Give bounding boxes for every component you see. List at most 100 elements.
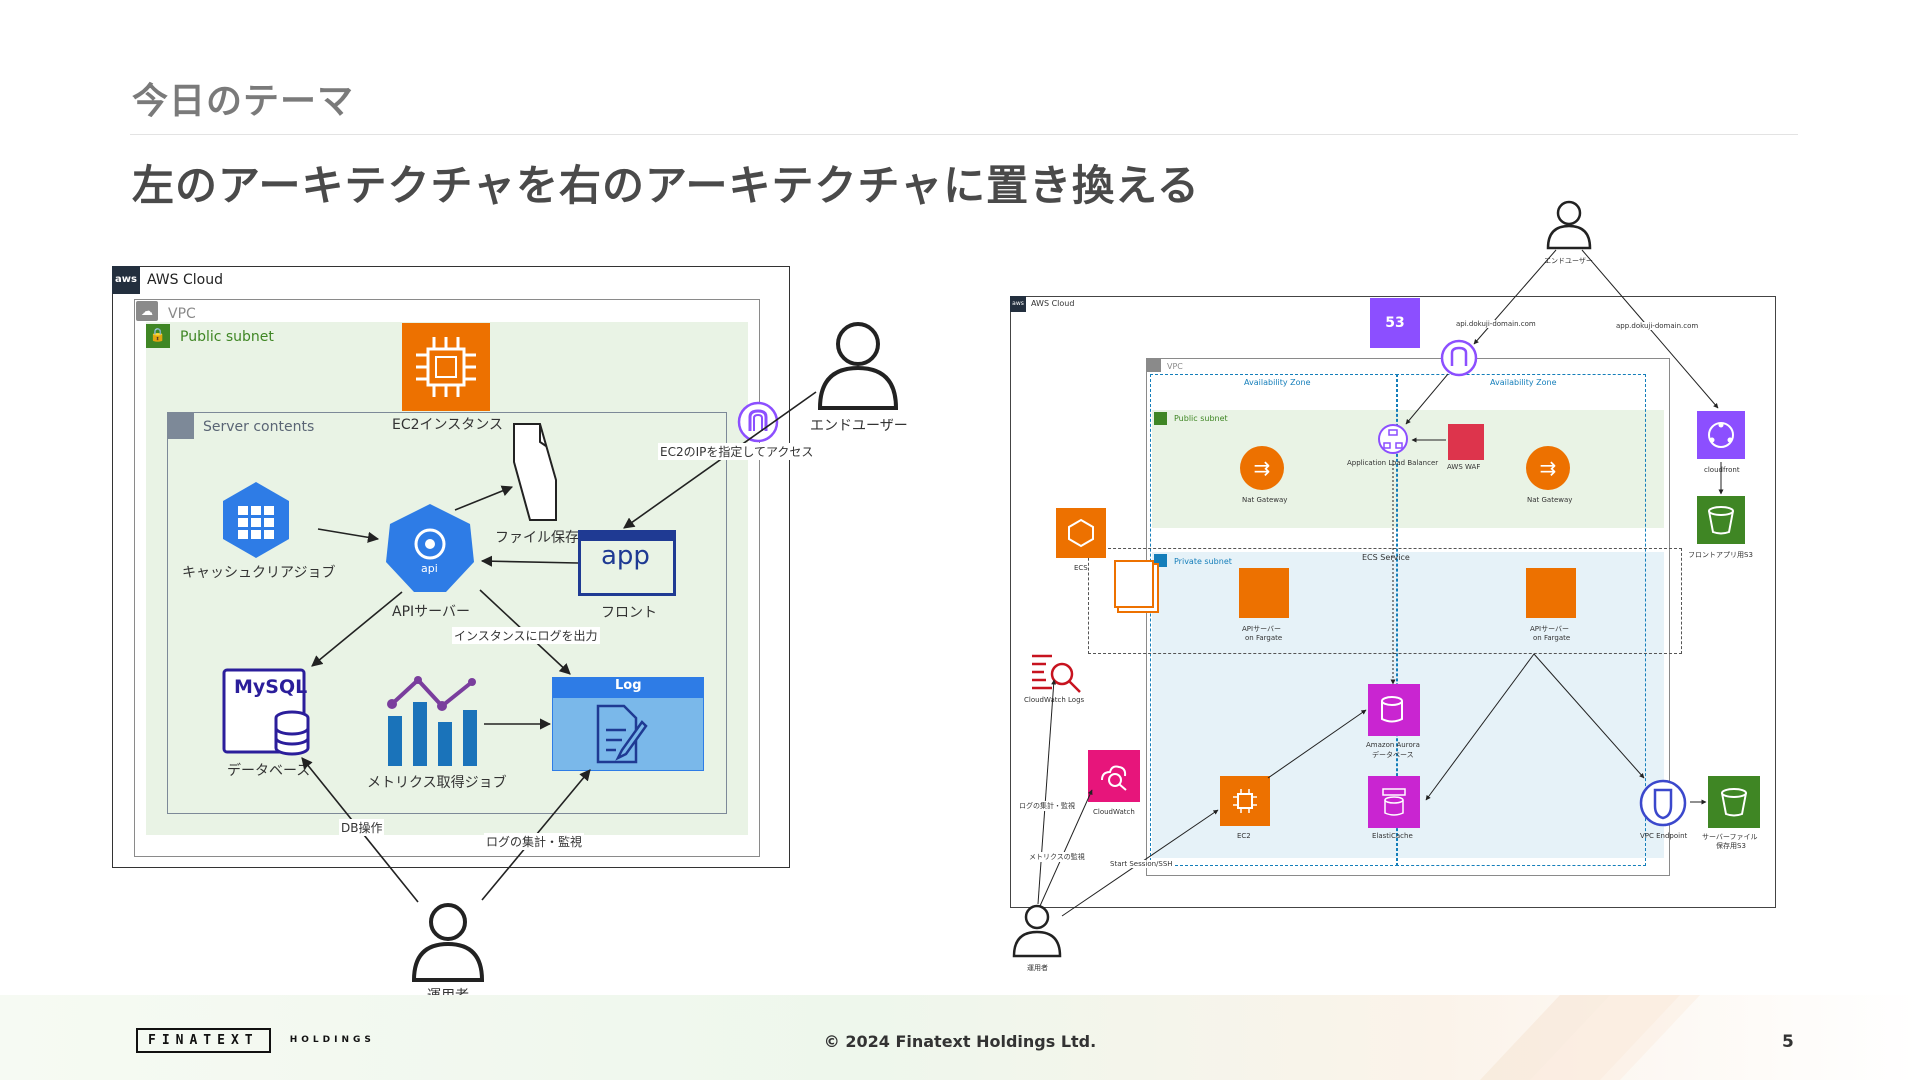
right-public-subnet-box bbox=[1152, 410, 1664, 528]
mysql-icon-text: MySQL bbox=[234, 676, 308, 698]
app-icon-text: app bbox=[601, 541, 650, 571]
db-operation-label: DB操作 bbox=[339, 819, 385, 836]
right-diagram-arrows bbox=[1037, 249, 1724, 917]
left-server-contents-box bbox=[167, 412, 727, 814]
finatext-logo-sub: HOLDINGS bbox=[289, 1034, 375, 1045]
ec2-ip-access-label: EC2のIPを指定してアクセス bbox=[658, 443, 816, 460]
right-aws-logo-icon: aws bbox=[1010, 296, 1026, 312]
ecs-hexagon-icon bbox=[1068, 518, 1094, 548]
right-end-user-icon bbox=[1546, 200, 1592, 250]
app-frontend-icon bbox=[578, 530, 676, 596]
cloudwatch-icon bbox=[1088, 750, 1140, 802]
left-end-user-label: エンドユーザー bbox=[810, 418, 908, 434]
api-fargate-1-label: APIサーバー bbox=[1242, 625, 1282, 633]
left-aws-logo-icon: aws bbox=[112, 266, 140, 294]
nat-gateway-2-icon: ⇉ bbox=[1526, 446, 1570, 490]
cloudfront-icon bbox=[1697, 411, 1745, 459]
nat-gateway-1-label: Nat Gateway bbox=[1242, 496, 1288, 504]
waf-label: AWS WAF bbox=[1447, 463, 1481, 471]
vpc-endpoint-icon bbox=[1639, 779, 1687, 827]
api-fargate-2-sub: on Fargate bbox=[1533, 634, 1571, 642]
alb-label: Application Load Balancer bbox=[1347, 459, 1439, 467]
metrics-monitor-label: メトリクスの監視 bbox=[1027, 852, 1087, 862]
right-operator-label: 運用者 bbox=[1027, 964, 1048, 972]
front-s3-bucket-icon bbox=[1708, 506, 1734, 535]
aurora-icon bbox=[1368, 684, 1420, 736]
ecs-icon bbox=[1056, 508, 1106, 558]
footer-gradient-band bbox=[0, 995, 1920, 1080]
left-end-user-icon bbox=[817, 322, 899, 410]
api-fargate-2-icon bbox=[1526, 568, 1576, 618]
database-label: データベース bbox=[227, 763, 311, 779]
metrics-job-label: メトリクス取得ジョブ bbox=[367, 775, 507, 791]
page-number: 5 bbox=[1782, 1032, 1794, 1052]
right-operator-icon bbox=[1012, 904, 1062, 958]
log-output-label: インスタンスにログを出力 bbox=[452, 627, 600, 644]
cache-clear-job-label: キャッシュクリアジョブ bbox=[182, 565, 336, 581]
left-vpc-cloud-icon: ☁ bbox=[136, 301, 158, 321]
server-s3-label: サーバーファイル bbox=[1702, 833, 1758, 841]
nat-gateway-1-icon: ⇉ bbox=[1240, 446, 1284, 490]
cloudfront-label: cloudfront bbox=[1704, 466, 1740, 474]
right-ecs-service-box bbox=[1088, 548, 1682, 654]
left-aws-cloud-label: AWS Cloud bbox=[147, 272, 223, 288]
right-aws-cloud-label: AWS Cloud bbox=[1031, 299, 1075, 308]
api-fargate-1-sub: on Fargate bbox=[1245, 634, 1283, 642]
aurora-label: Amazon Aurora bbox=[1366, 741, 1420, 749]
cloudfront-globe-icon bbox=[1708, 422, 1734, 448]
document-edit-icon bbox=[596, 704, 648, 764]
cloudwatch-logs-icon bbox=[1032, 654, 1081, 693]
log-panel-icon bbox=[552, 677, 704, 771]
front-s3-label: フロントアプリ用S3 bbox=[1688, 551, 1753, 559]
left-vpc-label: VPC bbox=[168, 306, 196, 322]
api-domain-label: api.dokuji-domain.com bbox=[1454, 320, 1538, 328]
right-ec2-icon bbox=[1220, 776, 1270, 826]
page-title: 左のアーキテクチャを右のアーキテクチャに置き換える bbox=[132, 161, 1200, 210]
right-az2-box bbox=[1396, 374, 1646, 866]
left-public-subnet-label: Public subnet bbox=[180, 329, 274, 345]
server-s3-sub-label: 保存用S3 bbox=[1716, 842, 1746, 850]
elasticache-icon bbox=[1368, 776, 1420, 828]
left-internet-gateway-icon bbox=[737, 401, 779, 443]
file-save-label: ファイル保存 bbox=[495, 530, 579, 546]
right-az1-box bbox=[1150, 374, 1398, 866]
vpc-endpoint-label: VPC Endpoint bbox=[1640, 832, 1688, 840]
right-private-subnet-lock-icon bbox=[1154, 554, 1167, 567]
api-fargate-2-label: APIサーバー bbox=[1530, 625, 1570, 633]
header-divider bbox=[130, 134, 1798, 135]
right-ecs-service-label: ECS Service bbox=[1362, 553, 1410, 562]
right-vpc-label: VPC bbox=[1167, 362, 1183, 371]
cloudwatch-label: CloudWatch bbox=[1093, 808, 1135, 816]
api-server-icon bbox=[386, 504, 474, 592]
app-domain-label: app.dokuji-domain.com bbox=[1614, 322, 1701, 330]
api-server-label: APIサーバー bbox=[392, 604, 471, 620]
front-label: フロント bbox=[601, 605, 657, 621]
elasticache-label: ElastiCache bbox=[1372, 832, 1413, 840]
server-s3-bucket-icon bbox=[1721, 788, 1747, 817]
route53-icon: 53 bbox=[1370, 298, 1420, 348]
right-az1-label: Availability Zone bbox=[1244, 378, 1311, 387]
left-server-contents-label: Server contents bbox=[203, 419, 315, 435]
right-log-monitor-label: ログの集計・監視 bbox=[1017, 801, 1077, 811]
task-definition-icon bbox=[1114, 560, 1154, 608]
ec2-instance-label: EC2インスタンス bbox=[392, 417, 503, 433]
cloudwatch-magnifier-icon bbox=[1101, 765, 1127, 791]
log-title: Log bbox=[615, 678, 642, 693]
left-public-subnet-lock-icon: 🔒 bbox=[146, 324, 170, 348]
right-vpc-box bbox=[1146, 358, 1670, 876]
ec2-chip-icon bbox=[402, 323, 490, 411]
aurora-sub-label: データベース bbox=[1372, 751, 1414, 759]
finatext-logo-main: FINATEXT bbox=[136, 1028, 271, 1053]
left-aws-cloud-box bbox=[112, 266, 790, 868]
header-subtitle: 今日のテーマ bbox=[132, 81, 355, 122]
right-ec2-chip-icon bbox=[1233, 789, 1257, 813]
footer-copyright: © 2024 Finatext Holdings Ltd. bbox=[823, 1032, 1097, 1051]
api-icon-text: api bbox=[421, 562, 438, 575]
right-public-subnet-lock-icon bbox=[1154, 412, 1167, 425]
right-public-subnet-label: Public subnet bbox=[1174, 414, 1228, 423]
api-fargate-1-icon bbox=[1239, 568, 1289, 618]
server-s3-icon bbox=[1708, 776, 1760, 828]
mysql-database-icon bbox=[222, 668, 310, 756]
file-icon bbox=[513, 423, 557, 521]
start-session-label: Start Session/SSH bbox=[1108, 860, 1175, 868]
